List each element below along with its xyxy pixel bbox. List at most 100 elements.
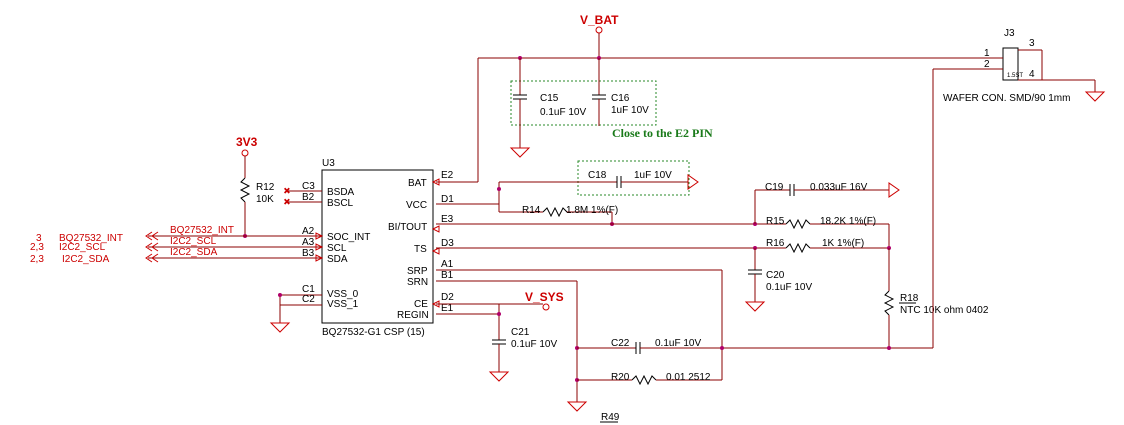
ground-icon bbox=[566, 401, 588, 412]
r16-value: 1K 1%(F) bbox=[822, 238, 864, 249]
pin-regin-name: REGIN bbox=[397, 310, 429, 321]
pin-srp-name: SRP bbox=[407, 266, 428, 277]
r15-value: 18.2K 1%(F) bbox=[820, 216, 876, 227]
vsys-port bbox=[542, 303, 550, 311]
r16-ref: R16 bbox=[766, 238, 785, 249]
pin-bat-name: BAT bbox=[408, 178, 427, 189]
3v3-label: 3V3 bbox=[236, 135, 258, 149]
pin-ce-name: CE bbox=[414, 299, 428, 310]
pin-b1-num: B1 bbox=[441, 270, 454, 281]
c18-ref: C18 bbox=[588, 170, 607, 181]
c19-ref: C19 bbox=[765, 182, 784, 193]
c19-value: 0.033uF 16V bbox=[810, 182, 868, 193]
c20-value: 0.1uF 10V bbox=[766, 282, 812, 293]
offpage-sheet-3: 2,3 bbox=[30, 254, 44, 265]
r12-ref: R12 bbox=[256, 182, 275, 193]
pin-d3-num: D3 bbox=[441, 238, 454, 249]
pin-sda-name: SDA bbox=[327, 254, 348, 265]
pin-c2-num: C2 bbox=[302, 294, 315, 305]
pin-scl-name: SCL bbox=[327, 243, 347, 254]
sense-group: C22 0.1uF 10V R20 0.01 2512 R49 bbox=[436, 269, 933, 423]
pin-d2-num: D2 bbox=[441, 292, 454, 303]
ts-group: R16 1K 1%(F) C20 0.1uF 10V R18 NTC 10K o… bbox=[436, 238, 989, 348]
ground-icon bbox=[488, 371, 510, 382]
pin-e3-num: E3 bbox=[441, 214, 454, 225]
r12-value: 10K bbox=[256, 194, 274, 205]
pin-socint-name: SOC_INT bbox=[327, 232, 370, 243]
bitout-group: C19 0.033uF 16V R15 18.2K 1%(F) bbox=[436, 182, 900, 248]
pin-e1-num: E1 bbox=[441, 303, 454, 314]
ic-ref: U3 bbox=[322, 158, 335, 169]
r18-ref: R18 bbox=[900, 293, 919, 304]
connector-body bbox=[1002, 47, 1019, 81]
j3-ref: J3 bbox=[1004, 28, 1015, 39]
pin-vcc-name: VCC bbox=[406, 200, 427, 211]
decoupling-group: Close to the E2 PIN C15 0.1uF 10V C16 1u… bbox=[509, 58, 713, 158]
vbat-port bbox=[595, 26, 603, 34]
c15-ref: C15 bbox=[540, 93, 559, 104]
offpage-net-3: I2C2_SDA bbox=[62, 254, 110, 265]
pin-ts-name: TS bbox=[414, 244, 427, 255]
vcc-group: C18 1uF 10V R14 1.8M 1%(F) bbox=[436, 160, 699, 226]
r14-value: 1.8M 1%(F) bbox=[566, 205, 618, 216]
c22-ref: C22 bbox=[611, 338, 630, 349]
r14-ref: R14 bbox=[522, 205, 541, 216]
c18-value: 1uF 10V bbox=[634, 170, 672, 181]
vbat-label: V_BAT bbox=[580, 13, 619, 27]
offpage-net-2: I2C2_SCL bbox=[59, 242, 106, 253]
ground-icon bbox=[744, 301, 766, 312]
ic-ground bbox=[269, 293, 291, 333]
pin-c3-num: C3 bbox=[302, 181, 315, 192]
offpage-sheet-1: 3 bbox=[36, 233, 42, 244]
ground-icon bbox=[1084, 91, 1106, 102]
pin-e2-num: E2 bbox=[441, 170, 454, 181]
r18-value: NTC 10K ohm 0402 bbox=[900, 305, 989, 316]
regin-group: V_SYS C21 0.1uF 10V bbox=[436, 290, 564, 382]
pin-a1-num: A1 bbox=[441, 259, 454, 270]
placement-box bbox=[510, 80, 657, 126]
pin-vss0-name: VSS_0 bbox=[327, 289, 359, 300]
offpage-sheet-2: 2,3 bbox=[30, 242, 44, 253]
c16-value: 1uF 10V bbox=[611, 105, 649, 116]
wire-label-int: BQ27532_INT bbox=[170, 225, 234, 236]
pin-c1-num: C1 bbox=[302, 284, 315, 295]
ic-part: BQ27532-G1 CSP (15) bbox=[322, 327, 425, 338]
c22-value: 0.1uF 10V bbox=[655, 338, 701, 349]
c15-value: 0.1uF 10V bbox=[540, 107, 586, 118]
r20-ref: R20 bbox=[611, 372, 630, 383]
pin-bsda-name: BSDA bbox=[327, 187, 355, 198]
placement-note: Close to the E2 PIN bbox=[612, 126, 713, 140]
j3-description: WAFER CON. SMD/90 1mm bbox=[943, 93, 1070, 104]
pin-bitout-name: BI/TOUT bbox=[388, 222, 427, 233]
pin-bscl-name: BSCL bbox=[327, 198, 354, 209]
j3-body-label: 1.5ST bbox=[1007, 73, 1023, 79]
wire-label-scl: I2C2_SCL bbox=[170, 236, 217, 247]
nc-mark-icon: × bbox=[284, 186, 290, 197]
ic-u3: U3 BQ27532-G1 CSP (15) × × C3 B2 A2 A3 B… bbox=[148, 158, 454, 338]
pin-b2-num: B2 bbox=[302, 192, 315, 203]
pin-b3-num: B3 bbox=[302, 248, 315, 259]
nc-mark-icon: × bbox=[284, 197, 290, 208]
pin-d1-num: D1 bbox=[441, 194, 454, 205]
r20-value: 0.01 2512 bbox=[666, 372, 711, 383]
wire-label-sda: I2C2_SDA bbox=[170, 247, 218, 258]
r49-ref: R49 bbox=[601, 412, 620, 423]
pin-srn-name: SRN bbox=[407, 277, 428, 288]
vsys-label: V_SYS bbox=[525, 290, 564, 304]
c21-value: 0.1uF 10V bbox=[511, 339, 557, 350]
j3-pin-3: 3 bbox=[1029, 38, 1035, 49]
pullup-group: 3V3 R12 10K bbox=[236, 135, 275, 238]
j3-pin-2: 2 bbox=[984, 59, 990, 70]
connector-j3: J3 1.5ST 1 2 3 4 WAFER CON. SMD/90 1mm bbox=[932, 28, 1106, 348]
offpage-net-1: BQ27532_INT bbox=[59, 233, 123, 244]
pin-a2-num: A2 bbox=[302, 226, 315, 237]
c16-ref: C16 bbox=[611, 93, 630, 104]
j3-pin-4: 4 bbox=[1029, 69, 1035, 80]
3v3-port bbox=[241, 149, 249, 157]
j3-pin-1: 1 bbox=[984, 48, 990, 59]
offpage-connectors: 3 BQ27532_INT 2,3 I2C2_SCL 2,3 I2C2_SDA … bbox=[30, 225, 234, 265]
vbat-net: V_BAT bbox=[436, 13, 988, 183]
pin-vss1-name: VSS_1 bbox=[327, 299, 359, 310]
c21-ref: C21 bbox=[511, 327, 530, 338]
